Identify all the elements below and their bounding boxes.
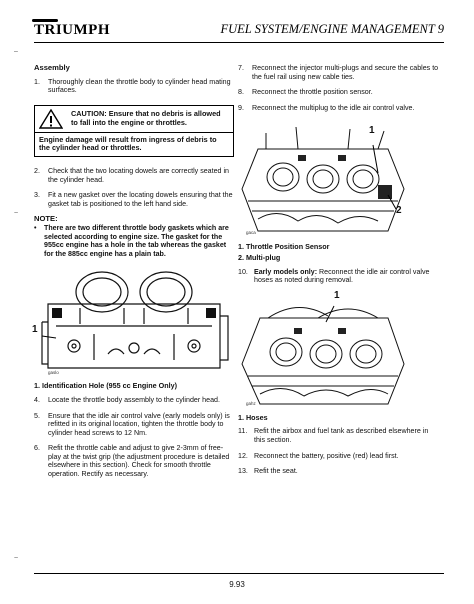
figure-hoses: 1 gahz bbox=[238, 289, 408, 408]
step-number: 7. bbox=[238, 64, 244, 72]
step-number: 8. bbox=[238, 88, 244, 97]
step-text: Refit the seat. bbox=[254, 467, 298, 476]
note-heading: NOTE: bbox=[34, 214, 58, 224]
step-number: 4. bbox=[34, 395, 40, 404]
step-text: Early models only: Reconnect the idle ai… bbox=[254, 268, 441, 285]
step-number: 5. bbox=[34, 411, 40, 420]
caution-title: CAUTION: Ensure that no debris is allowe… bbox=[71, 109, 221, 127]
step-text: Thoroughly clean the throttle body to cy… bbox=[48, 77, 231, 95]
figure-callout: 1 bbox=[334, 289, 340, 301]
step-text: Check that the two locating dowels are c… bbox=[48, 166, 229, 184]
figure-tps: 1 2 gaca bbox=[238, 119, 408, 237]
caution-box: CAUTION: Ensure that no debris is allowe… bbox=[34, 104, 234, 157]
figure-callout: 1 bbox=[32, 324, 38, 336]
step-text: Fit a new gasket over the locating dowel… bbox=[48, 191, 233, 208]
step-text: Refit the throttle cable and adjust to g… bbox=[48, 444, 230, 479]
step-text: Locate the throttle body assembly to the… bbox=[48, 395, 220, 404]
step-item: 2. Check that the two locating dowels ar… bbox=[34, 167, 234, 184]
page-number: 9.93 bbox=[229, 580, 245, 589]
step-item: 10. Early models only: Reconnect the idl… bbox=[238, 268, 441, 285]
step-item: 8. Reconnect the throttle position senso… bbox=[238, 88, 441, 97]
figure-code: gaca bbox=[246, 230, 256, 236]
hoses-illustration bbox=[241, 305, 405, 405]
step-item: 5. Ensure that the idle air control valv… bbox=[34, 412, 234, 438]
binding-mark: ~ bbox=[14, 555, 19, 562]
step-item: 9. Reconnect the multiplug to the idle a… bbox=[238, 104, 441, 113]
header-rule bbox=[34, 42, 444, 43]
step-item: 4. Locate the throttle body assembly to … bbox=[34, 396, 234, 405]
step-text-bold: Early models only: bbox=[254, 267, 318, 276]
step-item: 12. Reconnect the battery, positive (red… bbox=[238, 452, 441, 461]
binding-mark: – bbox=[14, 48, 18, 55]
binding-mark: ~ bbox=[14, 210, 19, 217]
step-item: 6. Refit the throttle cable and adjust t… bbox=[34, 444, 234, 478]
step-item: 7. Reconnect the injector multi-plugs an… bbox=[238, 64, 441, 81]
note-text: There are two different throttle body ga… bbox=[44, 223, 229, 258]
step-item: 3. Fit a new gasket over the locating do… bbox=[34, 191, 234, 208]
step-number: 6. bbox=[34, 444, 40, 453]
figure-callout: 1 bbox=[369, 125, 375, 137]
figure-code: gahz bbox=[246, 400, 256, 406]
step-number: 1. bbox=[34, 77, 40, 86]
triumph-logo: TRIUMPH bbox=[32, 19, 110, 38]
footer-rule bbox=[34, 573, 444, 574]
note-item: • There are two different throttle body … bbox=[34, 224, 234, 258]
step-number: 9. bbox=[238, 103, 244, 112]
figure-code: gaslo bbox=[48, 370, 59, 376]
figure-callout: 2 bbox=[396, 205, 402, 217]
step-text-rest: Reconnect the idle air control valve hos… bbox=[254, 267, 430, 285]
section-title: FUEL SYSTEM/ENGINE MANAGEMENT 9 bbox=[220, 22, 444, 36]
step-text: Refit the airbox and fuel tank as descri… bbox=[254, 427, 429, 444]
step-text: Reconnect the battery, positive (red) le… bbox=[254, 451, 399, 460]
figure-caption: 2. Multi-plug bbox=[238, 252, 281, 262]
note-bullet: • bbox=[34, 223, 37, 232]
right-column: 7. Reconnect the injector multi-plugs an… bbox=[238, 64, 441, 483]
figure-caption: 1. Identification Hole (955 cc Engine On… bbox=[34, 381, 177, 391]
step-text: Reconnect the injector multi-plugs and s… bbox=[252, 64, 439, 81]
step-item: 1. Thoroughly clean the throttle body to… bbox=[34, 78, 234, 95]
figure-caption: 1. Throttle Position Sensor bbox=[238, 242, 330, 252]
step-number: 12. bbox=[238, 451, 248, 460]
figure-gasket: 1 gaslo bbox=[32, 264, 234, 376]
step-number: 11. bbox=[238, 427, 248, 436]
left-column: Assembly 1. Thoroughly clean the throttl… bbox=[32, 63, 234, 486]
throttle-sensor-illustration bbox=[241, 127, 405, 232]
step-text: Ensure that the idle air control valve (… bbox=[48, 411, 230, 437]
step-number: 13. bbox=[238, 467, 248, 476]
step-number: 3. bbox=[34, 191, 40, 200]
throttle-body-illustration bbox=[41, 271, 229, 369]
step-text: Reconnect the multiplug to the idle air … bbox=[252, 103, 415, 112]
step-number: 2. bbox=[34, 166, 40, 175]
warning-icon bbox=[39, 108, 63, 129]
step-text: Reconnect the throttle position sensor. bbox=[252, 88, 373, 97]
assembly-heading: Assembly bbox=[34, 63, 70, 72]
step-number: 10. bbox=[238, 267, 248, 276]
step-item: 13. Refit the seat. bbox=[238, 467, 441, 476]
figure-caption: 1. Hoses bbox=[238, 412, 268, 422]
step-item: 11. Refit the airbox and fuel tank as de… bbox=[238, 427, 441, 444]
caution-body: Engine damage will result from ingress o… bbox=[39, 134, 217, 153]
